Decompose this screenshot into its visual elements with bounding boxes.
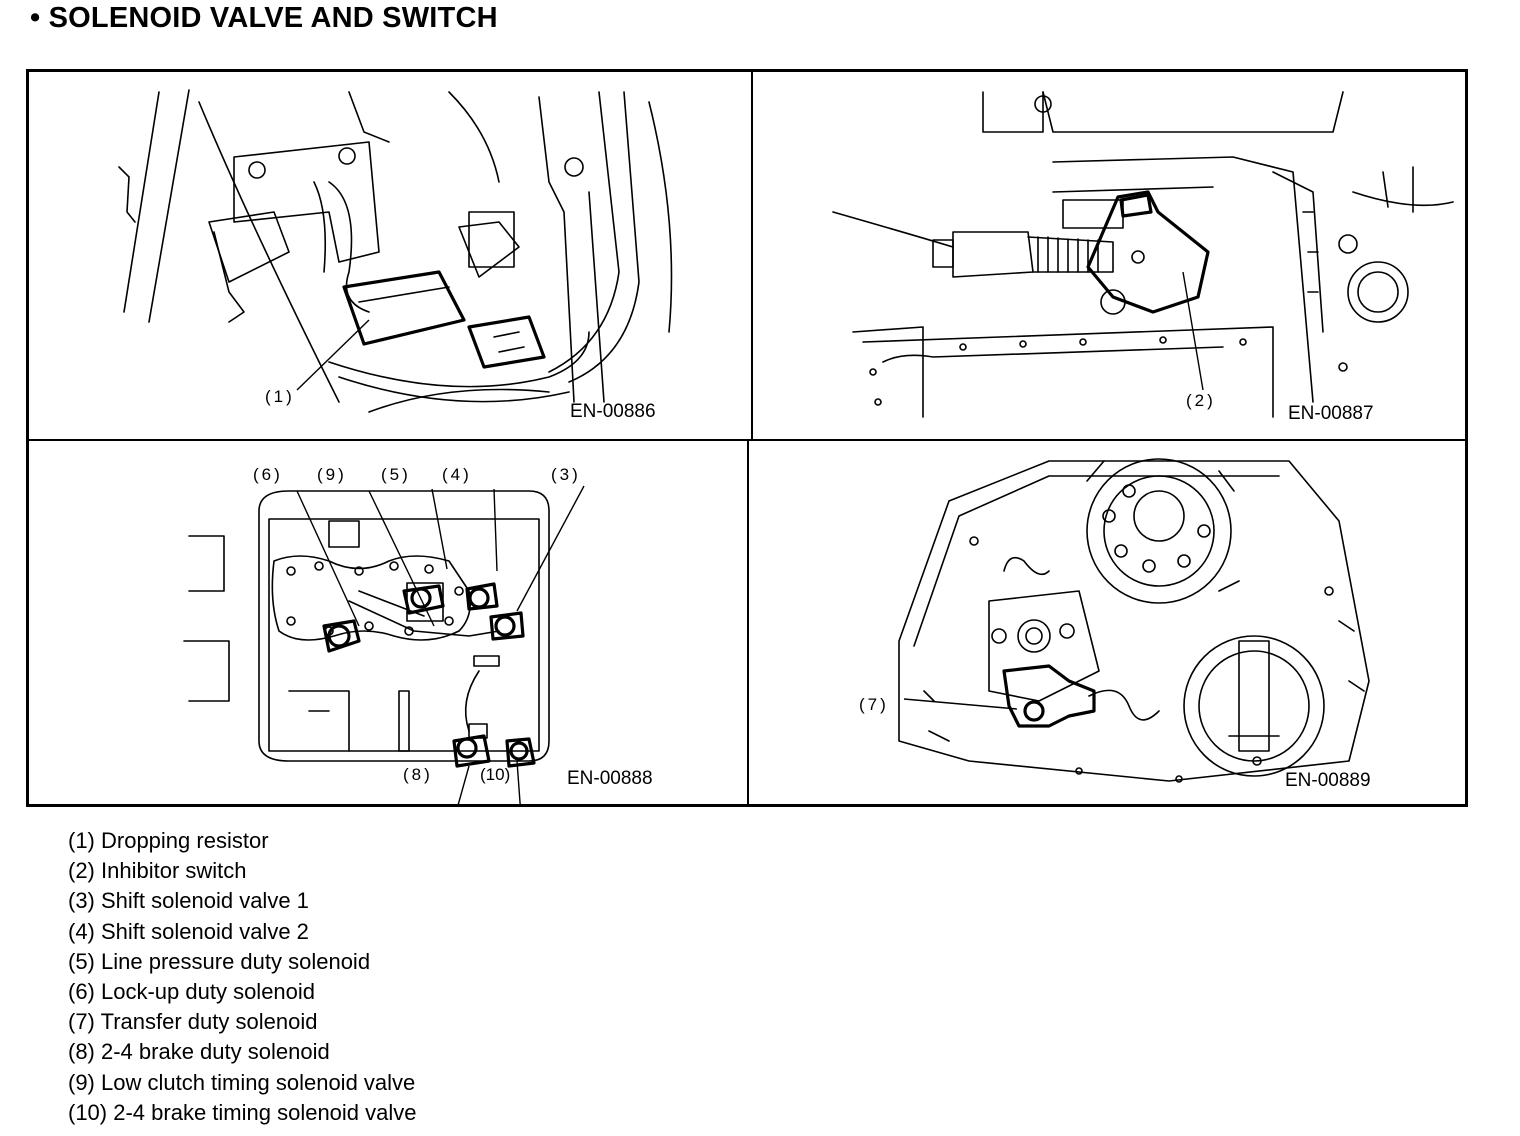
transfer-case-illustration [898,458,1370,783]
figure-code-en-00887: EN-00887 [1288,403,1374,424]
inhibitor-switch-illustration [832,91,1454,418]
callout-4: (4) [442,465,472,484]
page-title: • SOLENOID VALVE AND SWITCH [30,2,498,34]
figure-transfer-duty-solenoid: (7) EN-00889 [749,441,1465,807]
callout-7: (7) [859,695,889,714]
legend-item: (3) Shift solenoid valve 1 [68,888,309,914]
vertical-divider-bottom [747,439,749,807]
callout-2: (2) [1186,391,1216,410]
legend-item: (2) Inhibitor switch [68,858,247,884]
legend-item: (7) Transfer duty solenoid [68,1009,318,1035]
legend-item: (4) Shift solenoid valve 2 [68,918,309,944]
legend-item: (6) Lock-up duty solenoid [68,979,316,1005]
dropping-resistor-illustration [118,89,673,413]
callout-9: (9) [317,465,347,484]
legend-item: (5) Line pressure duty solenoid [68,948,371,974]
figure-code-en-00886: EN-00886 [570,401,656,422]
valve-body-illustration [183,485,585,807]
callout-10: (10) [480,765,511,784]
figure-valve-body-solenoids: (6) (9) (5) (4) (3) (8) (10) EN-00888 [29,441,747,807]
callout-1: (1) [265,387,295,406]
legend-item: (8) 2-4 brake duty solenoid [68,1039,330,1065]
figure-grid: (1) EN-00886 [26,69,1468,807]
figure-code-en-00889: EN-00889 [1285,770,1371,791]
figure-dropping-resistor: (1) EN-00886 [29,72,751,439]
legend-item: (1) Dropping resistor [68,828,269,853]
legend-item: (9) Low clutch timing solenoid valve [68,1069,416,1095]
figure-inhibitor-switch: (2) EN-00887 [753,72,1465,439]
figure-code-en-00888: EN-00888 [567,768,653,789]
vertical-divider-top [751,72,753,441]
callout-6: (6) [253,465,283,484]
callout-8: (8) [403,765,433,784]
callout-3: (3) [551,465,581,484]
legend-item: (10) 2-4 brake timing solenoid valve [68,1099,417,1125]
callout-5: (5) [381,465,411,484]
parts-legend: (1) Dropping resistor (2) Inhibitor swit… [68,826,417,1128]
